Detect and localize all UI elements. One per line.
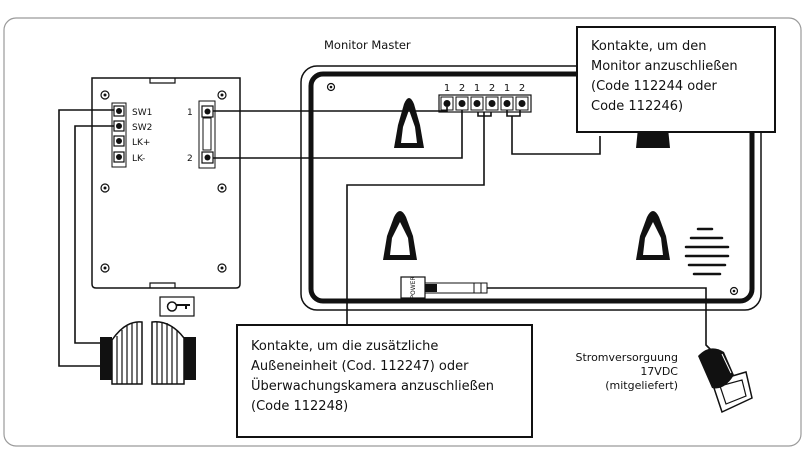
terminal-block [438, 94, 532, 113]
power-supply-line: Stromversorguung [575, 351, 679, 364]
terminal-screw-icon [113, 135, 125, 147]
wire [74, 125, 114, 344]
terminal-label-sw2: SW2 [132, 123, 152, 133]
wire [506, 110, 521, 117]
screw-icon [100, 263, 110, 273]
power-supply-label: Stromversorguung 17VDC (mitgeliefert) [548, 351, 679, 393]
screw-icon [217, 263, 227, 273]
callout-extra-contacts: Kontakte, um die zusätzliche Außeneinhei… [236, 324, 533, 438]
gate-icon [100, 321, 196, 385]
terminal-screw-icon [201, 105, 214, 118]
callout-line: Überwachungskamera anzuschließen [251, 379, 495, 394]
wire [213, 107, 448, 112]
terminal-screw-icon [113, 105, 125, 117]
wire [487, 287, 714, 353]
mounting-hook-icon [383, 211, 417, 260]
wires [58, 107, 714, 367]
terminal-block-label: 2 [459, 83, 465, 94]
terminal-label-sw1: SW1 [132, 108, 152, 118]
power-adapter-icon [698, 348, 753, 414]
mounting-hook-icon [636, 211, 670, 260]
callout-line: Außeneinheit (Cod. 112247) oder [251, 359, 469, 374]
terminal-block-label: 1 [504, 83, 510, 94]
mounting-hook-icon [394, 98, 424, 148]
terminal-block-label: 1 [474, 83, 480, 94]
terminal-screw-icon [113, 151, 125, 163]
wire [511, 116, 601, 155]
wire [58, 109, 114, 367]
wire [213, 110, 463, 159]
diagram-frame [3, 17, 802, 447]
callout-line: (Code 112248) [251, 399, 349, 414]
callout-line: Code 112246) [591, 99, 684, 114]
terminal-block-label: 1 [444, 83, 450, 94]
terminal-label-2: 2 [187, 154, 193, 164]
terminal-screw-icon [113, 120, 125, 132]
terminal-label-1: 1 [187, 108, 193, 118]
terminal-screw-icon [201, 151, 214, 164]
screw-icon [100, 183, 110, 193]
screw-icon [100, 90, 110, 100]
callout-monitor-contacts: Kontakte, um den Monitor anzuschließen (… [576, 26, 776, 133]
screw-icon [326, 82, 336, 92]
terminal-block-label: 2 [519, 83, 525, 94]
terminal-label-lk-minus: LK- [132, 154, 145, 164]
outdoor-unit: SW1 SW2 LK+ LK- 1 2 [91, 77, 241, 289]
callout-line: Monitor anzuschließen [591, 59, 738, 74]
power-supply-line: (mitgeliefert) [605, 379, 678, 392]
power-supply-line: 17VDC [640, 365, 678, 378]
screw-icon [217, 90, 227, 100]
screw-icon [217, 183, 227, 193]
callout-line: Kontakte, um den [591, 39, 707, 54]
gate-lock-icon [159, 296, 195, 317]
power-label: POWER [410, 276, 417, 298]
terminal-block-label: 2 [489, 83, 495, 94]
screw-icon [729, 286, 739, 296]
wire [477, 112, 492, 117]
terminal-label-lk-plus: LK+ [132, 138, 150, 148]
callout-line: (Code 112244 oder [591, 79, 717, 94]
mounting-hook-icon [636, 128, 670, 148]
callout-line: Kontakte, um die zusätzliche [251, 339, 439, 354]
speaker-grille-icon [684, 227, 730, 276]
monitor-title: Monitor Master [324, 38, 411, 52]
wire [346, 112, 485, 328]
